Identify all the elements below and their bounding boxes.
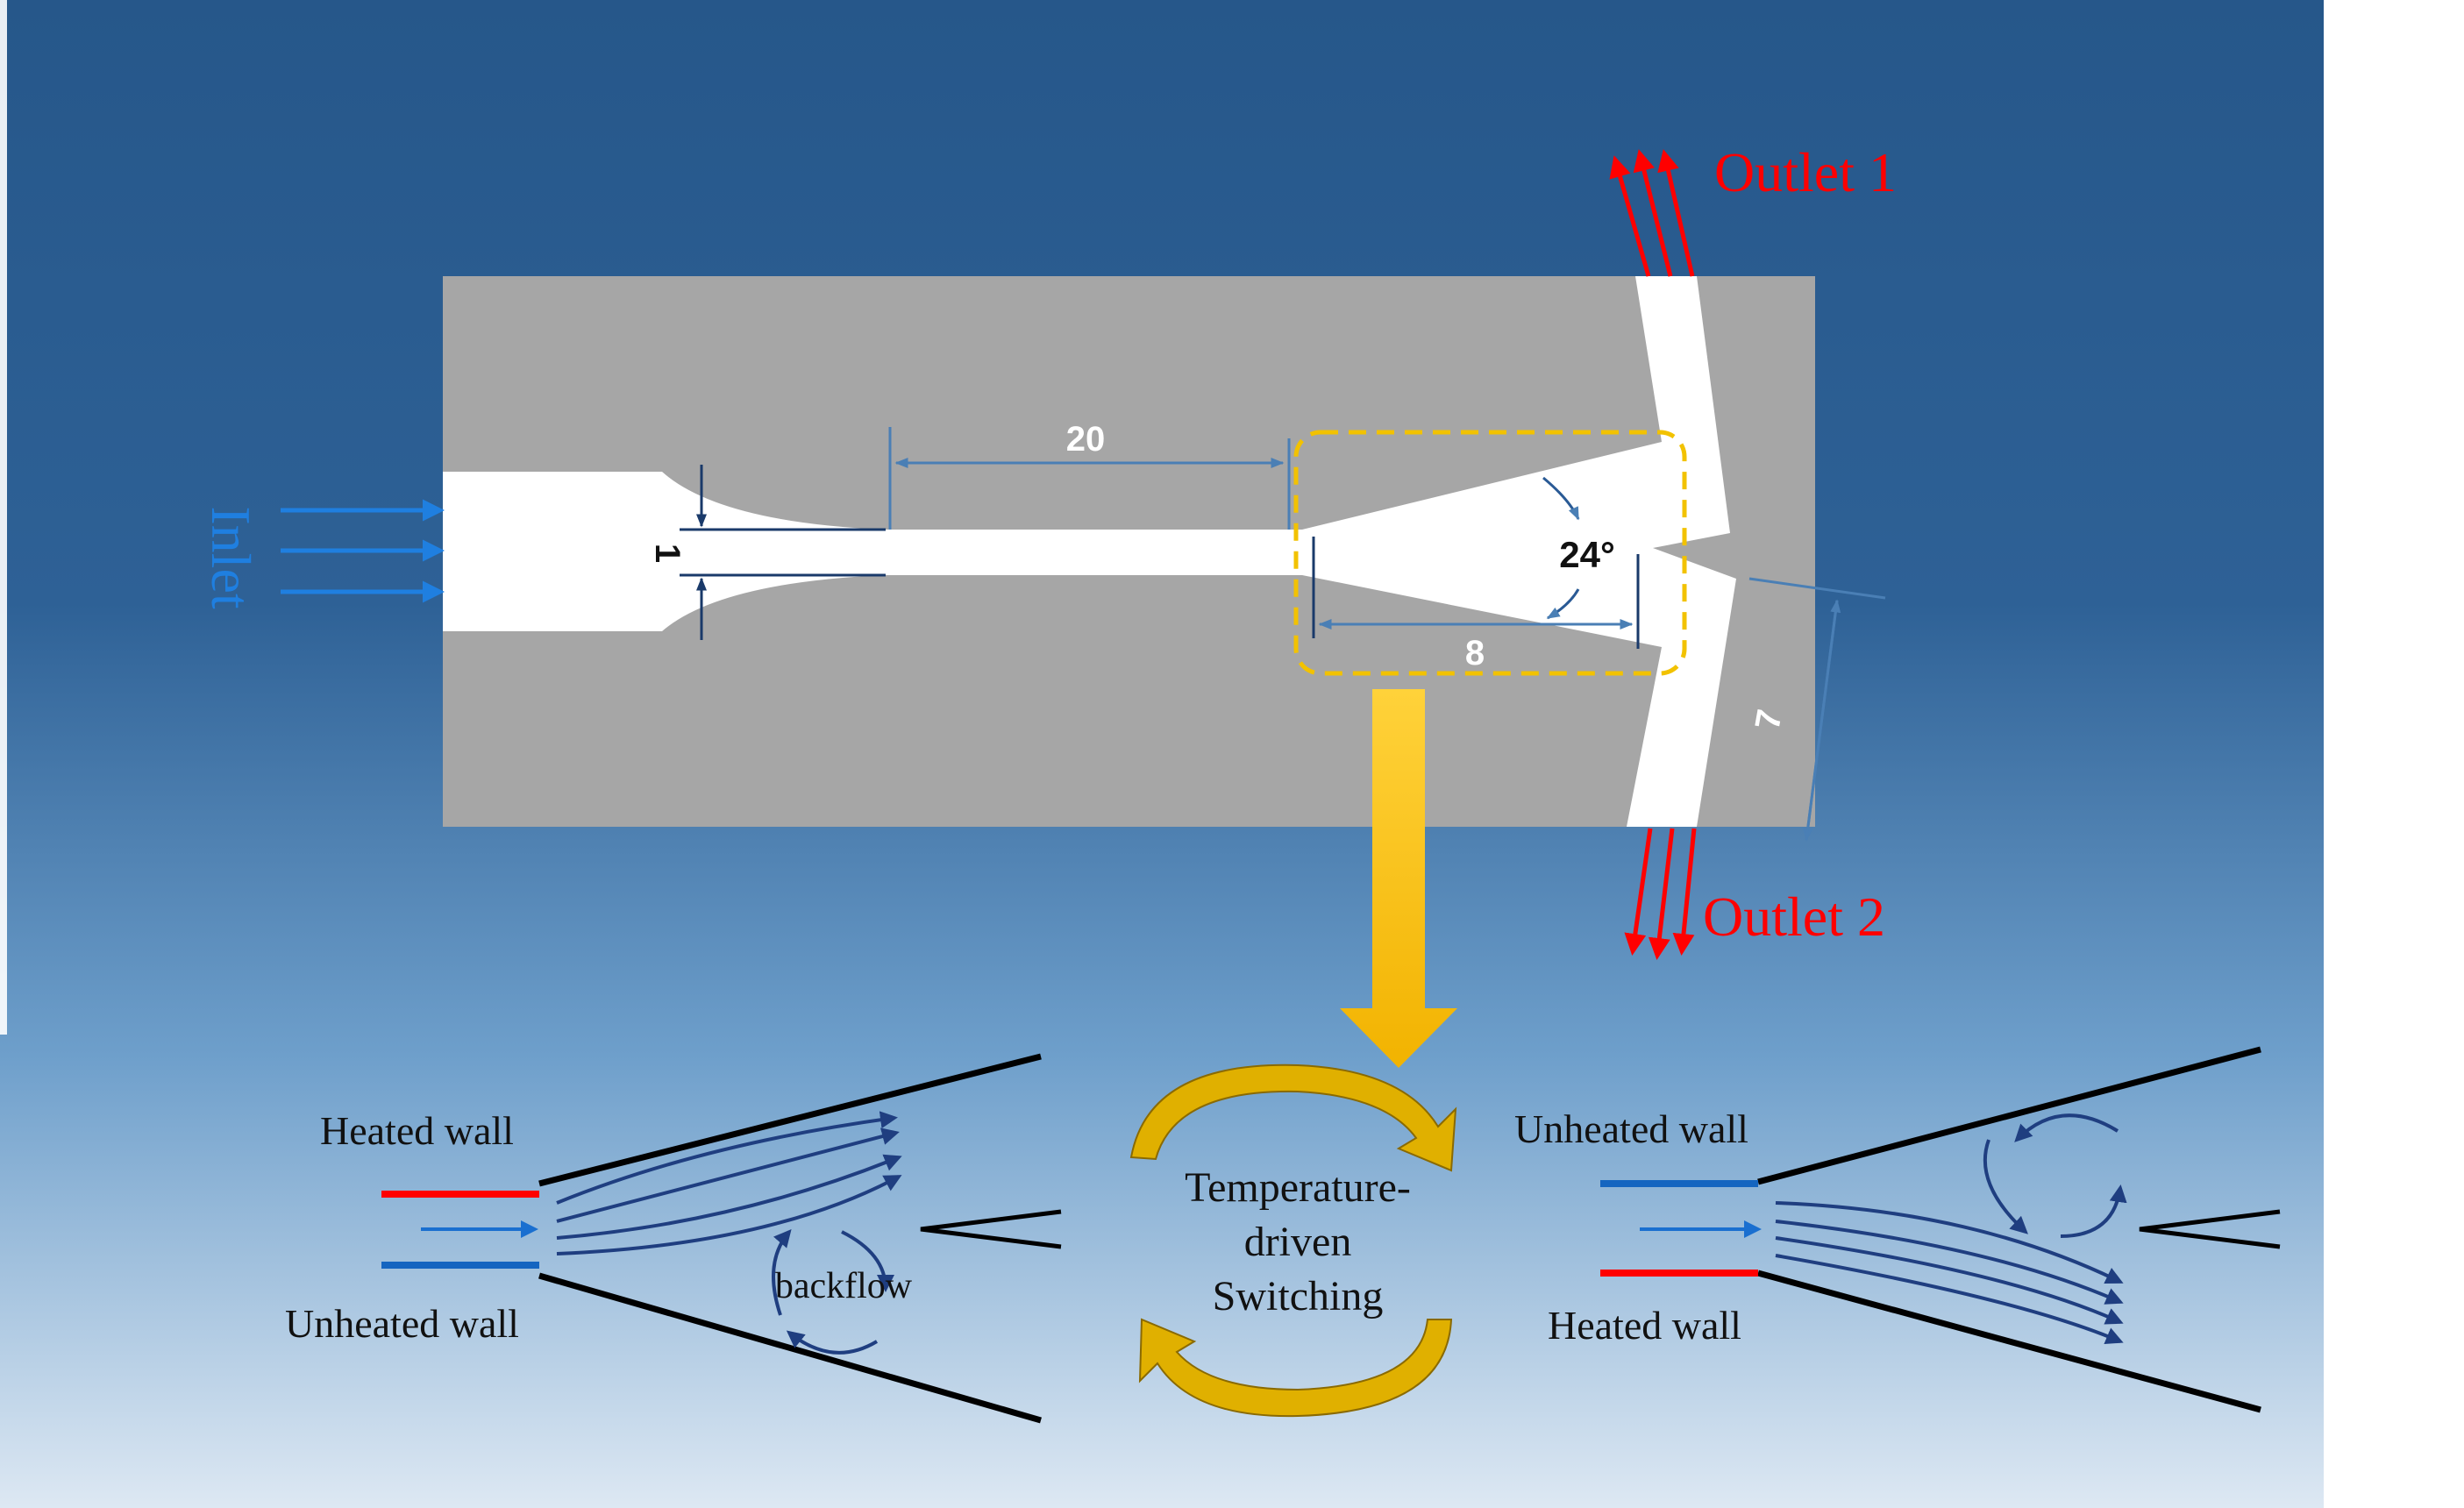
channel — [443, 276, 1736, 827]
inlet-label: Inlet — [200, 506, 262, 609]
switching-cycle — [1129, 1063, 1457, 1418]
backflow-label: backflow — [775, 1266, 913, 1306]
dimension-8 — [1312, 537, 1640, 649]
left-streamlines — [556, 1111, 902, 1355]
outlet2-arrows — [1624, 828, 1697, 960]
left-unheated-label: Unheated wall — [285, 1301, 519, 1346]
switching-label-line3: Switching — [1213, 1273, 1384, 1320]
switching-label-line1: Temperature- — [1185, 1164, 1411, 1211]
outlet1-label: Outlet 1 — [1714, 141, 1897, 203]
outlet2-label: Outlet 2 — [1703, 886, 1885, 948]
dimension-8-label: 8 — [1465, 634, 1485, 672]
right-streamlines — [1775, 1113, 2127, 1344]
dimension-1-label: 1 — [648, 544, 687, 563]
right-diffuser — [1757, 1046, 2281, 1413]
outlet1-arrows — [1609, 149, 1695, 277]
background-white-strip — [2324, 0, 2464, 1508]
left-heated-label: Heated wall — [320, 1108, 514, 1153]
inlet-arrows — [281, 499, 445, 603]
zoom-arrow — [1340, 689, 1457, 1068]
dimension-1 — [680, 465, 886, 640]
dimension-7 — [1748, 577, 1886, 842]
cycle-arrow-bottom — [1138, 1318, 1453, 1418]
dimension-20-label: 20 — [1066, 420, 1106, 459]
cycle-arrow-top — [1129, 1063, 1457, 1172]
right-heated-label: Heated wall — [1548, 1303, 1741, 1348]
background-left-notch — [0, 0, 7, 1035]
dimension-20 — [888, 427, 1291, 530]
dimension-angle — [1542, 476, 1580, 620]
dimension-angle-label: 24° — [1559, 534, 1615, 575]
right-unheated-label: Unheated wall — [1514, 1106, 1748, 1151]
focus-region — [1293, 430, 1687, 676]
switching-label-line2: driven — [1244, 1219, 1352, 1265]
